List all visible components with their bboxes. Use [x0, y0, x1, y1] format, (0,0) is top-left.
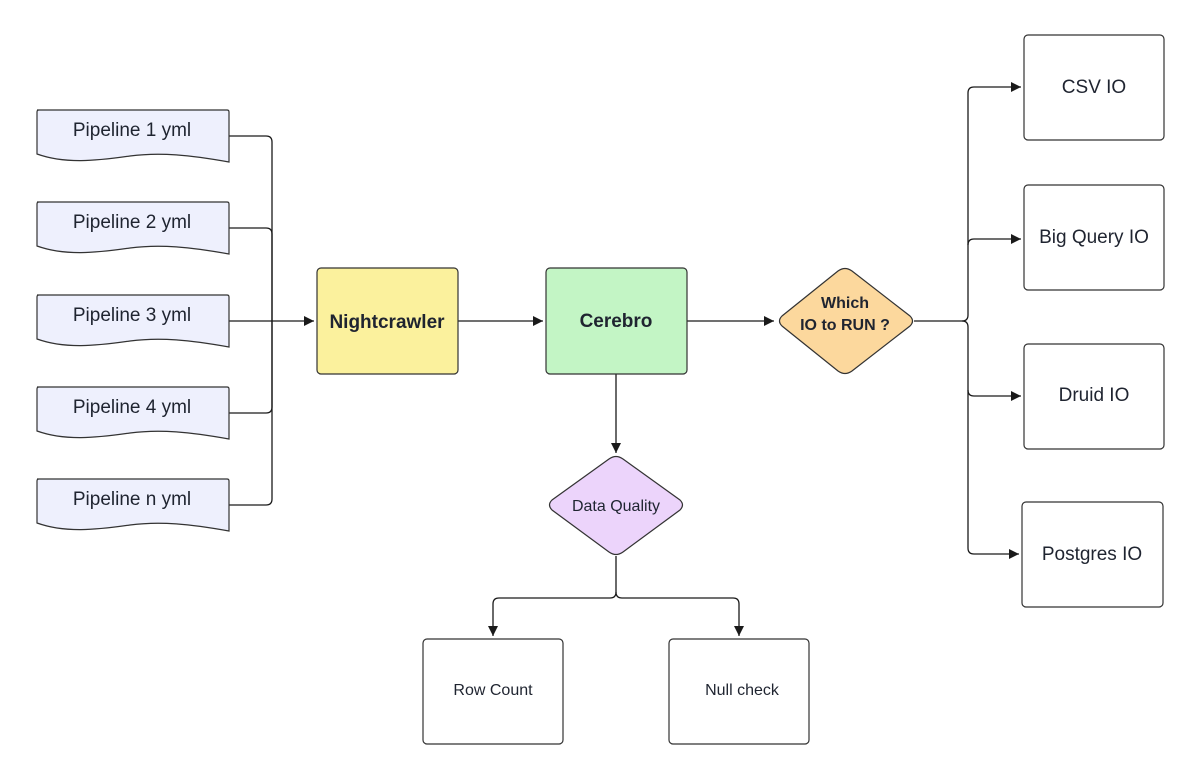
edge-pipeline-2	[229, 227, 273, 321]
row-count-label: Row Count	[453, 682, 533, 699]
pipeline-label: Pipeline 1 yml	[73, 120, 191, 141]
edge-io-postgres	[967, 390, 1019, 559]
connectors	[229, 82, 1021, 636]
pipeline-doc-1[interactable]: Pipeline 1 yml	[36, 109, 230, 163]
output-label: Druid IO	[1059, 385, 1130, 406]
output-label: Big Query IO	[1039, 227, 1149, 248]
output-box	[1023, 343, 1165, 450]
edge-dq-null-check	[615, 591, 744, 636]
document-shape	[36, 386, 230, 440]
pipeline-documents: Pipeline 1 yml Pipeline 2 yml Pipeline 3…	[36, 109, 230, 532]
output-label: Postgres IO	[1042, 544, 1142, 565]
null-check-label: Null check	[705, 682, 780, 699]
output-box	[1023, 184, 1165, 291]
data-quality-diamond	[548, 455, 684, 556]
cerebro-box	[545, 267, 688, 375]
edge-io-bigquery	[967, 234, 1021, 246]
nightcrawler-box	[316, 267, 459, 375]
data-quality-label: Data Quality	[572, 498, 660, 515]
document-shape	[36, 478, 230, 532]
output-bigquery-io[interactable]: Big Query IO	[1023, 184, 1165, 291]
pipeline-doc-n[interactable]: Pipeline n yml	[36, 478, 230, 532]
pipeline-label: Pipeline n yml	[73, 489, 191, 510]
output-postgres-io[interactable]: Postgres IO	[1021, 501, 1164, 608]
output-box	[1021, 501, 1164, 608]
null-check-box	[668, 638, 810, 745]
pipeline-label: Pipeline 2 yml	[73, 212, 191, 233]
output-label: CSV IO	[1062, 77, 1126, 98]
which-io-line1: Which	[821, 295, 869, 312]
pipeline-doc-4[interactable]: Pipeline 4 yml	[36, 386, 230, 440]
which-io-diamond	[778, 267, 914, 375]
pipeline-label: Pipeline 4 yml	[73, 397, 191, 418]
data-quality-decision[interactable]: Data Quality	[548, 455, 684, 556]
nightcrawler-node[interactable]: Nightcrawler	[316, 267, 459, 375]
edge-io-csv	[914, 82, 1021, 322]
edge-pipeline-1	[229, 135, 314, 326]
cerebro-label: Cerebro	[580, 311, 653, 332]
edge-pipeline-n	[229, 321, 273, 506]
edge-io-druid	[961, 320, 1021, 401]
edge-dq-row-count	[488, 556, 617, 636]
pipeline-label: Pipeline 3 yml	[73, 305, 191, 326]
cerebro-node[interactable]: Cerebro	[545, 267, 688, 375]
document-shape	[36, 109, 230, 163]
output-druid-io[interactable]: Druid IO	[1023, 343, 1165, 450]
output-box	[1023, 34, 1165, 141]
output-csv-io[interactable]: CSV IO	[1023, 34, 1165, 141]
null-check-node[interactable]: Null check	[668, 638, 810, 745]
row-count-node[interactable]: Row Count	[422, 638, 564, 745]
document-shape	[36, 294, 230, 348]
which-io-line2: IO to RUN ?	[800, 317, 890, 334]
edge-pipeline-4	[229, 321, 273, 414]
pipeline-doc-2[interactable]: Pipeline 2 yml	[36, 201, 230, 255]
nightcrawler-label: Nightcrawler	[329, 312, 445, 333]
which-io-decision[interactable]: Which IO to RUN ?	[778, 267, 914, 375]
pipeline-doc-3[interactable]: Pipeline 3 yml	[36, 294, 230, 348]
document-shape	[36, 201, 230, 255]
row-count-box	[422, 638, 564, 745]
